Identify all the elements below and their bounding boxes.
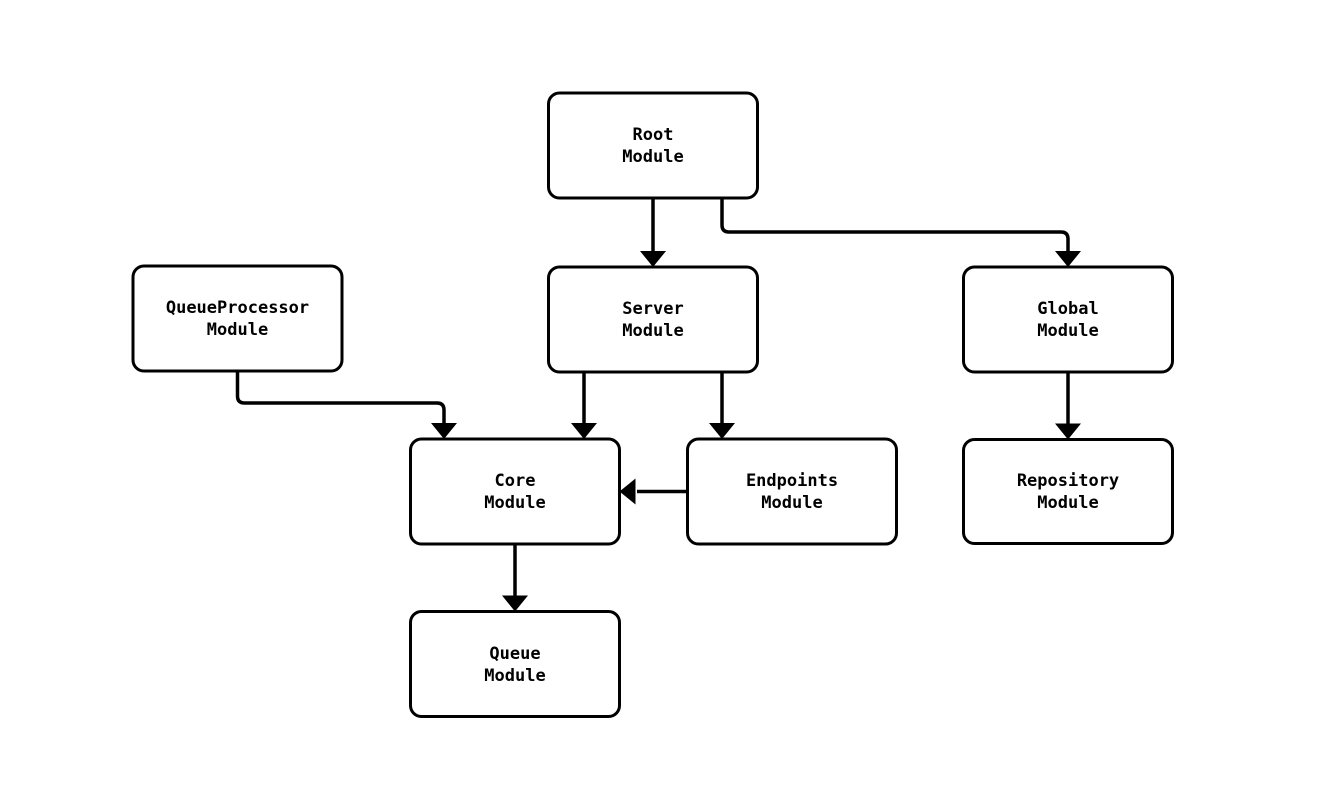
edge-line [720,198,1070,253]
node-box [547,91,759,200]
node-label-line1: Repository [1017,471,1119,491]
node-box [962,438,1174,545]
arrowhead-icon [640,251,666,267]
edge-server-to-endpoints [709,372,735,439]
node-root-module: Root Module [547,91,759,200]
arrowhead-icon [1055,251,1081,267]
node-label-line1: Core [495,471,536,491]
edge-root-to-server [640,198,666,267]
node-label-line1: Root [633,125,674,145]
node-label-line1: Queue [489,644,540,664]
node-label-line1: Global [1037,299,1098,319]
node-queue-module: Queue Module [409,610,621,718]
node-label-line2: Module [622,147,683,167]
node-box [547,265,759,374]
node-label-line2: Module [484,493,545,513]
node-endpoints-module: Endpoints Module [686,437,898,546]
node-box [686,437,898,546]
node-box [131,264,344,373]
node-repository-module: Repository Module [962,438,1174,545]
node-server-module: Server Module [547,265,759,374]
arrowhead-icon [709,423,735,439]
arrowhead-icon [571,423,597,439]
node-label-line1: QueueProcessor [166,298,309,318]
node-box [962,265,1174,374]
arrowhead-icon [619,478,636,505]
node-box [409,437,621,546]
edge-endpoints-to-core [619,478,688,505]
edge-queueprocessor-to-core [235,371,457,439]
node-global-module: Global Module [962,265,1174,374]
arrowhead-icon [502,595,528,612]
node-label-line1: Server [622,299,683,319]
node-label-line2: Module [484,666,545,686]
edge-line [235,371,446,425]
node-label-line2: Module [761,493,822,513]
node-label-line2: Module [1037,321,1098,341]
node-box [409,610,621,718]
node-queueprocessor-module: QueueProcessor Module [131,264,344,373]
arrowhead-icon [1055,423,1081,440]
arrowhead-icon [431,423,457,439]
edge-core-to-queue [502,544,528,612]
edge-server-to-core [571,372,597,439]
node-label-line2: Module [207,320,268,340]
node-label-line1: Endpoints [746,471,838,491]
edge-global-to-repository [1055,372,1081,440]
node-core-module: Core Module [409,437,621,546]
edge-root-to-global [720,198,1081,267]
node-label-line2: Module [622,321,683,341]
node-label-line2: Module [1037,493,1098,513]
